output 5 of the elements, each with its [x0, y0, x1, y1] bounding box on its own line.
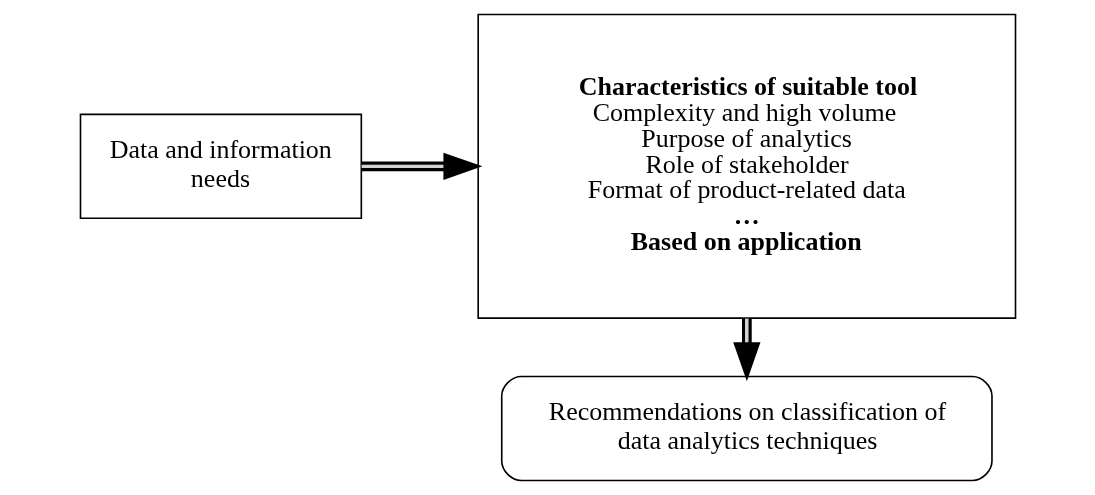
- arrow: [732, 318, 760, 382]
- node-box: Characteristics of suitable tool Complexity and high volume Purpose of analytics Role of stakeholder Format of product-related data … Based on application: [476, 13, 1016, 319]
- node-box: Data and information needs: [79, 113, 362, 220]
- arrow: [361, 152, 482, 180]
- node-box: Recommendations on classification of data analytics techniques: [500, 375, 993, 482]
